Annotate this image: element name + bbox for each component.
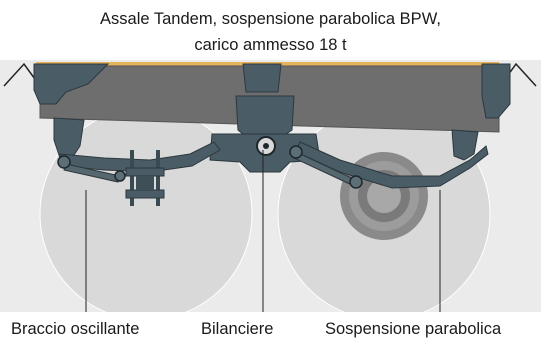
title-line-1: Assale Tandem, sospensione parabolica BP… [100, 10, 441, 28]
title-band [0, 0, 541, 60]
label-equalizer: Bilanciere [201, 320, 274, 338]
title-line-2: carico ammesso 18 t [194, 36, 347, 54]
top-hangers [33, 63, 511, 119]
leader-lines [85, 150, 441, 312]
label-trailing-arm: Braccio oscillante [11, 320, 140, 338]
label-band [0, 312, 541, 351]
equalizer-bracket [209, 95, 321, 173]
right-parabolic-spring [289, 141, 489, 189]
left-trailing-arm [57, 141, 221, 206]
label-parabolic-spring: Sospensione parabolica [325, 320, 502, 338]
